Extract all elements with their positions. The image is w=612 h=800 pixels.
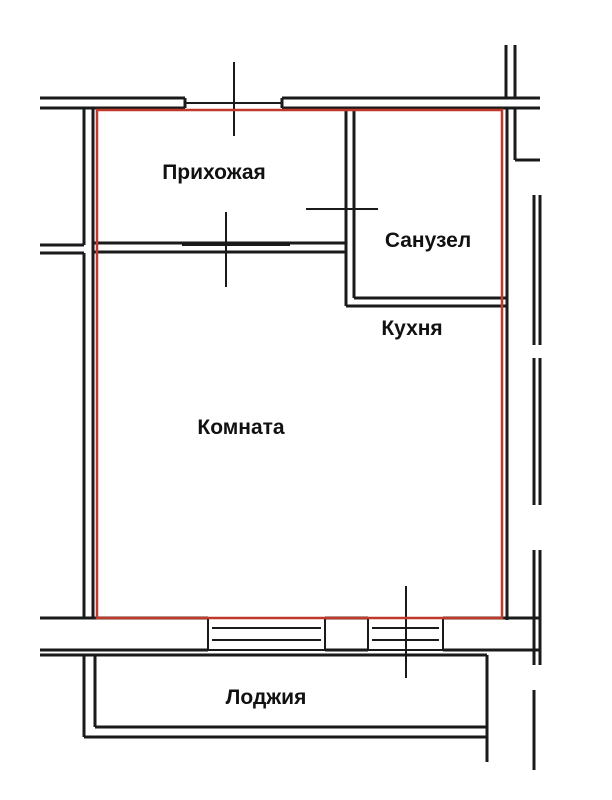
room-label: Комната (197, 416, 285, 439)
bathroom-label: Санузел (385, 229, 471, 252)
loggia-walls (40, 653, 489, 762)
loggia-label: Лоджия (226, 686, 307, 709)
kitchen-label: Кухня (381, 317, 442, 340)
bottom-exterior-wall (40, 616, 540, 652)
apartment-outline (95, 108, 504, 620)
hallway-label: Прихожая (162, 161, 266, 184)
right-neighbor-walls (504, 45, 542, 770)
left-exterior-wall (40, 106, 95, 618)
window-left (207, 617, 326, 651)
interior-partitions (93, 108, 507, 308)
top-exterior-wall (40, 96, 540, 110)
door-marks (182, 62, 407, 678)
